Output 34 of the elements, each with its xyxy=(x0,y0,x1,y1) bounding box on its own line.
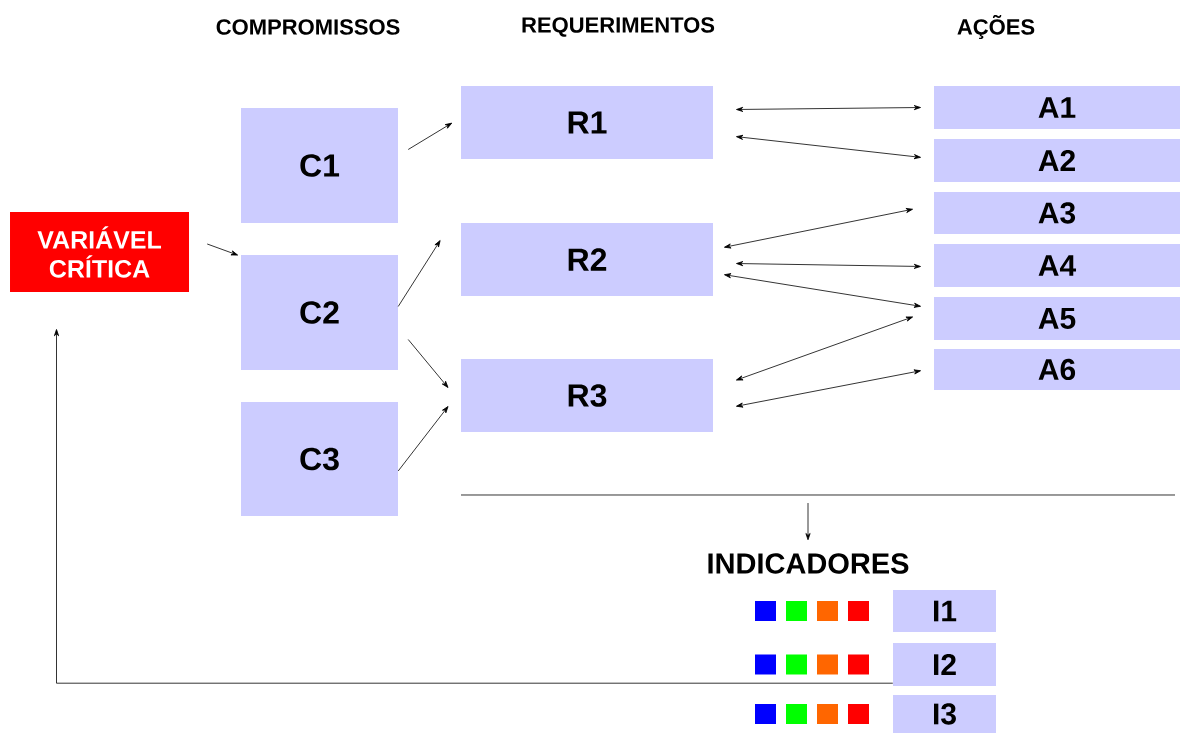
arrow xyxy=(724,273,921,308)
critical-variable-box: VARIÁVEL CRÍTICA xyxy=(10,212,189,292)
arrow xyxy=(736,316,913,381)
arrow xyxy=(206,243,238,256)
arrow xyxy=(736,369,921,408)
arrow xyxy=(407,339,449,388)
action-box: A2 xyxy=(934,139,1180,182)
requirement-box: R1 xyxy=(461,86,713,159)
requirement-box: R2 xyxy=(461,223,713,296)
column-heading: COMPROMISSOS xyxy=(216,19,400,35)
requirement-box: R3 xyxy=(461,359,713,432)
arrow xyxy=(407,122,453,150)
action-box: A5 xyxy=(934,297,1180,340)
indicator-box: I2 xyxy=(893,643,996,686)
arrow xyxy=(397,240,441,307)
column-heading: AÇÕES xyxy=(957,14,1035,40)
arrow xyxy=(736,105,921,112)
action-box: A6 xyxy=(934,349,1180,390)
commitment-box: C3 xyxy=(241,402,398,516)
indicator-box: I1 xyxy=(893,590,996,632)
commitment-box: C2 xyxy=(241,255,398,370)
arrow xyxy=(54,329,894,684)
action-box: A4 xyxy=(934,244,1180,287)
arrow xyxy=(724,208,913,249)
action-box: A1 xyxy=(934,86,1180,129)
arrow xyxy=(736,261,921,269)
indicator-box: I3 xyxy=(893,695,996,733)
action-box: A3 xyxy=(934,192,1180,234)
indicators-heading: INDICADORES xyxy=(708,553,909,574)
arrow xyxy=(397,406,449,472)
arrow xyxy=(805,502,811,541)
commitment-box: C1 xyxy=(241,108,398,223)
arrow xyxy=(736,134,921,160)
column-heading: REQUERIMENTOS xyxy=(522,17,715,37)
